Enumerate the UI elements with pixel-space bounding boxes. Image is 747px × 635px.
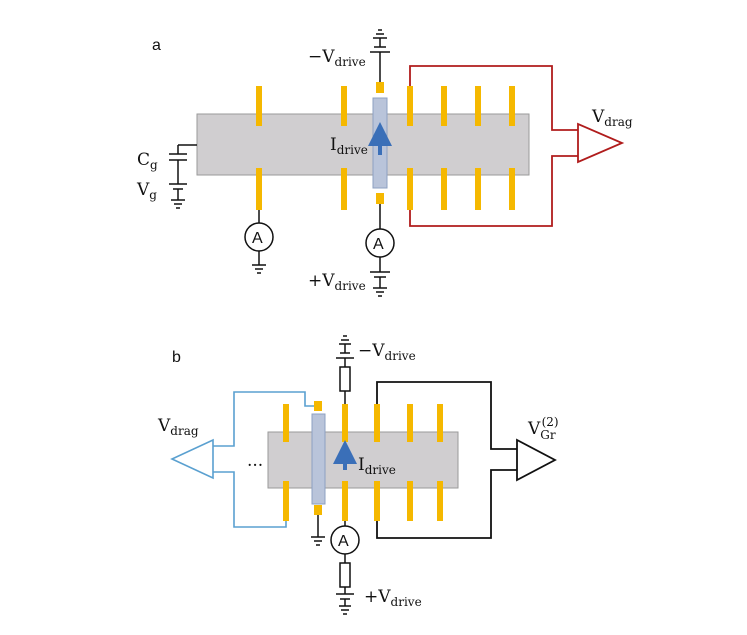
- bottom-contacts-b: [283, 481, 443, 521]
- plus-vdrive-label-a: +Vdrive: [308, 271, 366, 293]
- bottom-drive-circuit-a: [365, 204, 395, 297]
- idrive-label-b: Idrive: [358, 455, 396, 477]
- bottom-contacts-a: [256, 168, 515, 210]
- drive-strip-b: [311, 413, 326, 505]
- top-contacts-b: [283, 404, 443, 442]
- drive-pad-bottom-b: [314, 505, 322, 515]
- vdrag-label-b: Vdrag: [157, 416, 199, 438]
- panel-a-label: a: [152, 37, 161, 54]
- ammeter-left-a: A: [252, 230, 263, 247]
- panel-b-label: b: [172, 349, 181, 366]
- gr-wires-b: [376, 381, 557, 539]
- drive-pad-top-b: [314, 401, 322, 411]
- vdrag-label-a: Vdrag: [591, 107, 633, 129]
- vg-label-a: Vg: [136, 180, 157, 202]
- minus-vdrive-label-a: −Vdrive: [308, 47, 366, 69]
- sample-bar-b: [267, 431, 459, 489]
- ammeter-right-a: A: [373, 236, 384, 253]
- sample-bar-a: [196, 113, 530, 176]
- drag-wires-b: [170, 391, 314, 528]
- drive-pad-bottom-a: [376, 193, 384, 204]
- minus-vdrive-label-b: −Vdrive: [358, 341, 416, 363]
- ellipsis-b: ...: [247, 451, 263, 471]
- top-drive-source-a: [370, 29, 390, 82]
- gate-circuit-a: [169, 144, 197, 209]
- cg-label-a: Cg: [137, 150, 158, 172]
- top-drive-circuit-b: [336, 335, 354, 404]
- ground-b: [311, 515, 325, 546]
- plus-vdrive-label-b: +Vdrive: [364, 587, 422, 609]
- bottom-drive-circuit-b: [330, 521, 360, 615]
- panel-a: a: [136, 29, 633, 297]
- idrive-label-a: Idrive: [330, 135, 368, 157]
- left-ammeter-circuit-a: [244, 210, 274, 274]
- top-contacts-a: [256, 86, 515, 126]
- drive-pad-top-a: [376, 82, 384, 93]
- vgr-label-b: VGr(2): [527, 415, 559, 442]
- drag-wires-a: [409, 65, 625, 227]
- panel-b: b: [157, 335, 559, 615]
- ammeter-b: A: [338, 533, 349, 550]
